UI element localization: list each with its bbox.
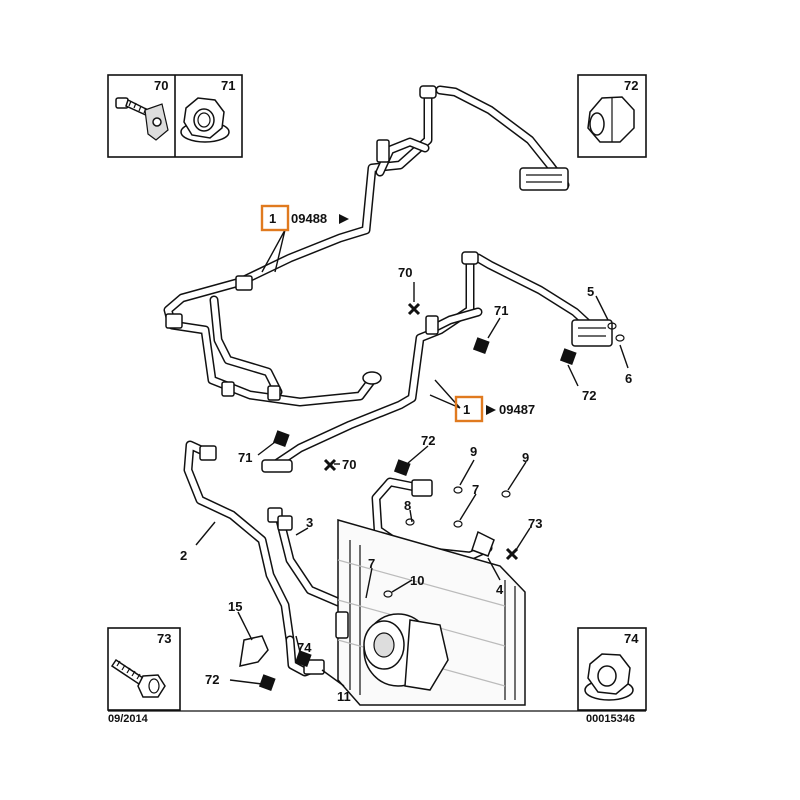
upper-hose-assembly — [163, 85, 570, 407]
compressor — [239, 611, 449, 691]
callout-6: 6 — [625, 371, 632, 386]
callout-10: 10 — [410, 573, 424, 588]
box-label-70: 70 — [154, 78, 168, 93]
footer: 09/2014 00015346 — [108, 710, 646, 725]
callout-72: 72 — [205, 672, 219, 687]
ref-number: 1 — [269, 211, 276, 226]
callout-72: 72 — [421, 433, 435, 448]
ref-09487: 1 09487 — [454, 395, 535, 423]
callout-71: 71 — [494, 303, 508, 318]
callout-70: 70 — [398, 265, 412, 280]
square-marker — [472, 337, 490, 354]
callout-5: 5 — [587, 284, 594, 299]
corner-box-74: 74 — [577, 627, 647, 711]
callout-8: 8 — [404, 498, 411, 513]
ref-code: 09487 — [499, 402, 535, 417]
square-marker — [393, 459, 411, 476]
callout-7: 7 — [472, 482, 479, 497]
ref-code: 09488 — [291, 211, 327, 226]
callout-7: 7 — [368, 556, 375, 571]
bolt-icon — [110, 658, 166, 698]
corner-box-72: 72 — [577, 74, 647, 158]
square-marker — [294, 650, 312, 667]
hex-nut-icon — [587, 96, 635, 143]
callout-labels: 70 71 72 5 6 71 70 72 9 9 7 8 73 4 3 2 7… — [180, 265, 632, 704]
cross-marker — [407, 302, 421, 316]
callout-70: 70 — [342, 457, 356, 472]
box-label-74: 74 — [624, 631, 639, 646]
footer-date: 09/2014 — [108, 713, 149, 725]
box-label-71: 71 — [221, 78, 235, 93]
callout-74: 74 — [297, 640, 312, 655]
highlight-box — [454, 395, 484, 423]
cross-marker — [323, 458, 337, 472]
corner-box-73: 73 — [107, 627, 181, 711]
square-marker — [258, 674, 276, 691]
callout-72: 72 — [582, 388, 596, 403]
flange-nut-icon-74 — [584, 653, 634, 701]
flange-nut-icon — [180, 97, 230, 143]
callout-2: 2 — [180, 548, 187, 563]
square-marker — [559, 348, 577, 365]
callout-3: 3 — [306, 515, 313, 530]
callout-4: 4 — [496, 582, 504, 597]
arrow-icon — [339, 214, 349, 224]
box-label-73: 73 — [157, 631, 171, 646]
callout-11: 11 — [337, 689, 351, 704]
cross-marker — [505, 547, 519, 561]
callout-9: 9 — [522, 450, 529, 465]
footer-doc-number: 00015346 — [586, 713, 635, 725]
arrow-icon — [486, 405, 496, 415]
ref-09488: 1 09488 — [260, 204, 349, 232]
callout-15: 15 — [228, 599, 242, 614]
ref-number: 1 — [463, 402, 470, 417]
o-rings — [383, 322, 625, 598]
fastener-markers — [258, 302, 577, 691]
callout-73: 73 — [528, 516, 542, 531]
box-label-72: 72 — [624, 78, 638, 93]
square-marker — [272, 430, 290, 447]
middle-hose-assembly — [261, 251, 613, 473]
callout-9: 9 — [470, 444, 477, 459]
bolt-clip-icon — [115, 97, 169, 141]
callout-71: 71 — [238, 450, 252, 465]
corner-box-70-71: 70 71 — [107, 74, 243, 158]
highlight-box — [260, 204, 290, 232]
